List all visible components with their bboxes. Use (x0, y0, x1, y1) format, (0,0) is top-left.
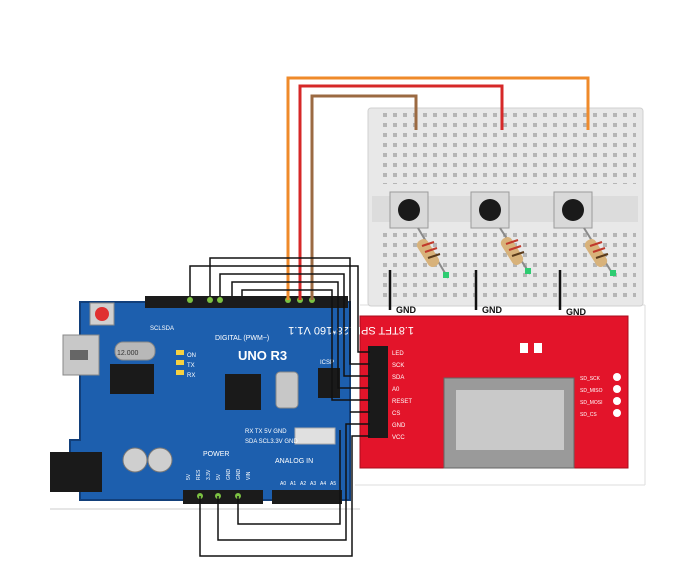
rx-label: RX (187, 373, 195, 379)
crystal-label: 12.000 (117, 350, 139, 357)
power-pin-label: VIN (246, 471, 252, 480)
bottom-edge (50, 508, 360, 510)
digital-label: DIGITAL (PWM~) (215, 335, 269, 342)
wire-brown (310, 94, 418, 300)
gnd-label-3: GND (566, 307, 587, 317)
push-button-2 (470, 191, 510, 229)
arduino-uno-board (50, 296, 351, 504)
tft-pin-labels: LED SCK SDA A0 RESET CS GND VCC (392, 351, 412, 441)
sd-pin-label: SD_CS (580, 412, 597, 418)
push-button-1 (389, 191, 429, 229)
analog-label: ANALOG IN (275, 458, 313, 465)
tft-pin-label: VCC (392, 435, 405, 441)
board-model-label: UNO R3 (238, 348, 287, 363)
power-pin-label: 3.3V (206, 469, 212, 480)
analog-pin-label: A4 (320, 481, 326, 487)
sd-pin-label: SD_MOSI (580, 400, 603, 406)
rx-tx-5v-label: RX TX 5V GND (245, 429, 287, 435)
wires (189, 76, 590, 557)
scl-sda-label: SCLSDA (150, 326, 174, 332)
power-pin-label: 5V (186, 473, 192, 480)
wire-red (298, 84, 504, 300)
wire-gnd-bottom (237, 430, 341, 525)
wire-sda (219, 273, 370, 377)
analog-pin-label: A0 (280, 481, 286, 487)
gnd-label-2: GND (482, 305, 503, 315)
analog-pin-labels: A0 A1 A2 A3 A4 A5 (280, 481, 336, 487)
sda-scl-label: SDA SCL3.3V GND (245, 439, 298, 445)
tft-pin-label: A0 (392, 387, 400, 393)
tft-pin-label: CS (392, 411, 400, 417)
wire-gnd-tft (217, 423, 370, 541)
sd-pin-label: SD_MISO (580, 388, 603, 394)
resistor-1 (416, 227, 449, 279)
tft-pin-label: SCK (392, 363, 404, 369)
sd-pin-label: SD_SCK (580, 376, 601, 382)
power-pin-label: GND (226, 469, 232, 481)
analog-pin-label: A3 (310, 481, 316, 487)
tft-pin-label: GND (392, 423, 406, 429)
power-pin-labels: 5V RES 3.3V 5V GND GND VIN (186, 469, 252, 481)
wire-a0 (231, 281, 370, 389)
tft-display (359, 315, 629, 469)
tft-pin-label: RESET (392, 399, 412, 405)
wire-vcc (199, 435, 370, 557)
push-button-3 (553, 191, 593, 229)
tft-title: 1.8TFT SPI 128*160 V1.1 (288, 324, 414, 336)
tx-label: TX (187, 363, 195, 369)
analog-pin-label: A1 (290, 481, 296, 487)
wire-sck (209, 257, 370, 365)
tft-pin-label: LED (392, 351, 404, 357)
tft-pin-label: SDA (392, 375, 404, 381)
wire-orange (286, 76, 590, 300)
analog-pin-label: A2 (300, 481, 306, 487)
resistor-2 (499, 227, 531, 275)
power-pin-label: GND (236, 469, 242, 481)
wire-reset (241, 289, 370, 401)
resistor-3 (583, 227, 616, 277)
analog-pin-label: A5 (330, 481, 336, 487)
sd-pin-labels: SD_SCK SD_MISO SD_MOSI SD_CS (580, 376, 603, 418)
power-pin-label: RES (196, 469, 202, 480)
gnd-label-1: GND (396, 305, 417, 315)
power-label: POWER (203, 451, 229, 458)
on-label: ON (187, 353, 196, 359)
wire-led (189, 265, 370, 353)
power-pin-label: 5V (216, 473, 222, 480)
icsp-label: ICSP (320, 360, 334, 366)
